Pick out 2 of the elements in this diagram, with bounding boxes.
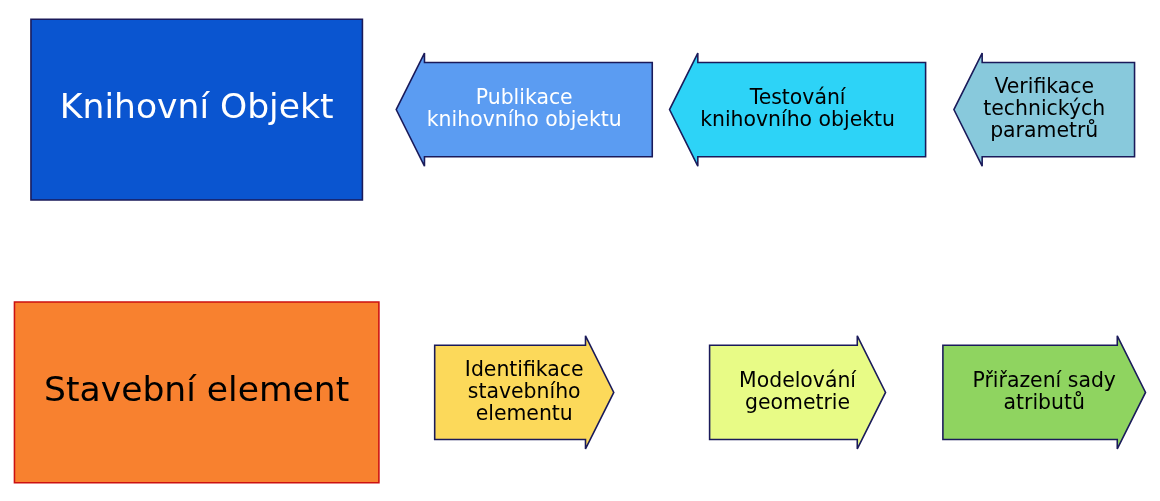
node-box: Stavební element [13,300,380,483]
node-box: Knihovní Objekt [30,18,364,201]
